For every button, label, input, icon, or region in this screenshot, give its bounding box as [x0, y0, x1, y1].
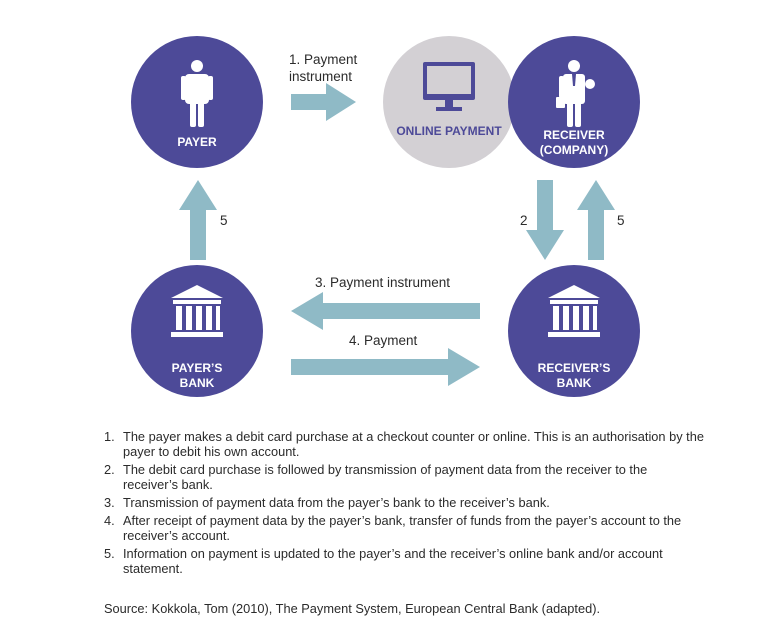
arrow-4-label: 4. Payment	[349, 333, 418, 348]
explanation-item: 4.After receipt of payment data by the p…	[104, 513, 682, 543]
arrow-3	[291, 292, 480, 330]
explanation-item: 2.The debit card purchase is followed by…	[104, 462, 648, 492]
arrow-3-label: 3. Payment instrument	[315, 275, 450, 290]
arrow-1-label-line2: instrument	[289, 69, 352, 84]
receivers-bank-label-line1: RECEIVER’S	[538, 361, 611, 375]
arrow-1-label-line1: 1. Payment	[289, 52, 358, 67]
explanation-list: 1.The payer makes a debit card purchase …	[104, 429, 704, 579]
payers-bank-label-line2: BANK	[180, 376, 215, 390]
payers-bank-label-line1: PAYER’S	[172, 361, 223, 375]
arrow-5-left-label: 5	[220, 213, 228, 228]
arrow-5-right-label: 5	[617, 213, 625, 228]
monitor-icon	[423, 62, 475, 111]
arrow-5-right	[577, 180, 615, 260]
arrow-2	[526, 180, 564, 260]
receivers-bank-label-line2: BANK	[557, 376, 592, 390]
payment-flow-diagram: PAYER ONLINE PAYMENT RECEIVER (COMPANY) …	[131, 36, 640, 397]
bank-icon	[548, 285, 600, 337]
online-payment-label: ONLINE PAYMENT	[396, 124, 502, 138]
explanation-item: 3.Transmission of payment data from the …	[104, 495, 550, 510]
receiver-label-line1: RECEIVER	[543, 128, 605, 142]
payers-bank-node	[131, 265, 263, 397]
arrow-5-left	[179, 180, 217, 260]
explanation-item: 1.The payer makes a debit card purchase …	[104, 429, 704, 459]
explanation-item: 5.Information on payment is updated to t…	[104, 546, 663, 576]
arrow-1	[291, 83, 356, 121]
receivers-bank-node	[508, 265, 640, 397]
arrow-4	[291, 348, 480, 386]
person-icon	[181, 60, 213, 127]
bank-icon	[171, 285, 223, 337]
arrow-2-label: 2	[520, 213, 528, 228]
receiver-label-line2: (COMPANY)	[540, 143, 608, 157]
businessman-icon	[556, 60, 595, 127]
source-note: Source: Kokkola, Tom (2010), The Payment…	[104, 601, 601, 616]
payer-label: PAYER	[177, 135, 217, 149]
